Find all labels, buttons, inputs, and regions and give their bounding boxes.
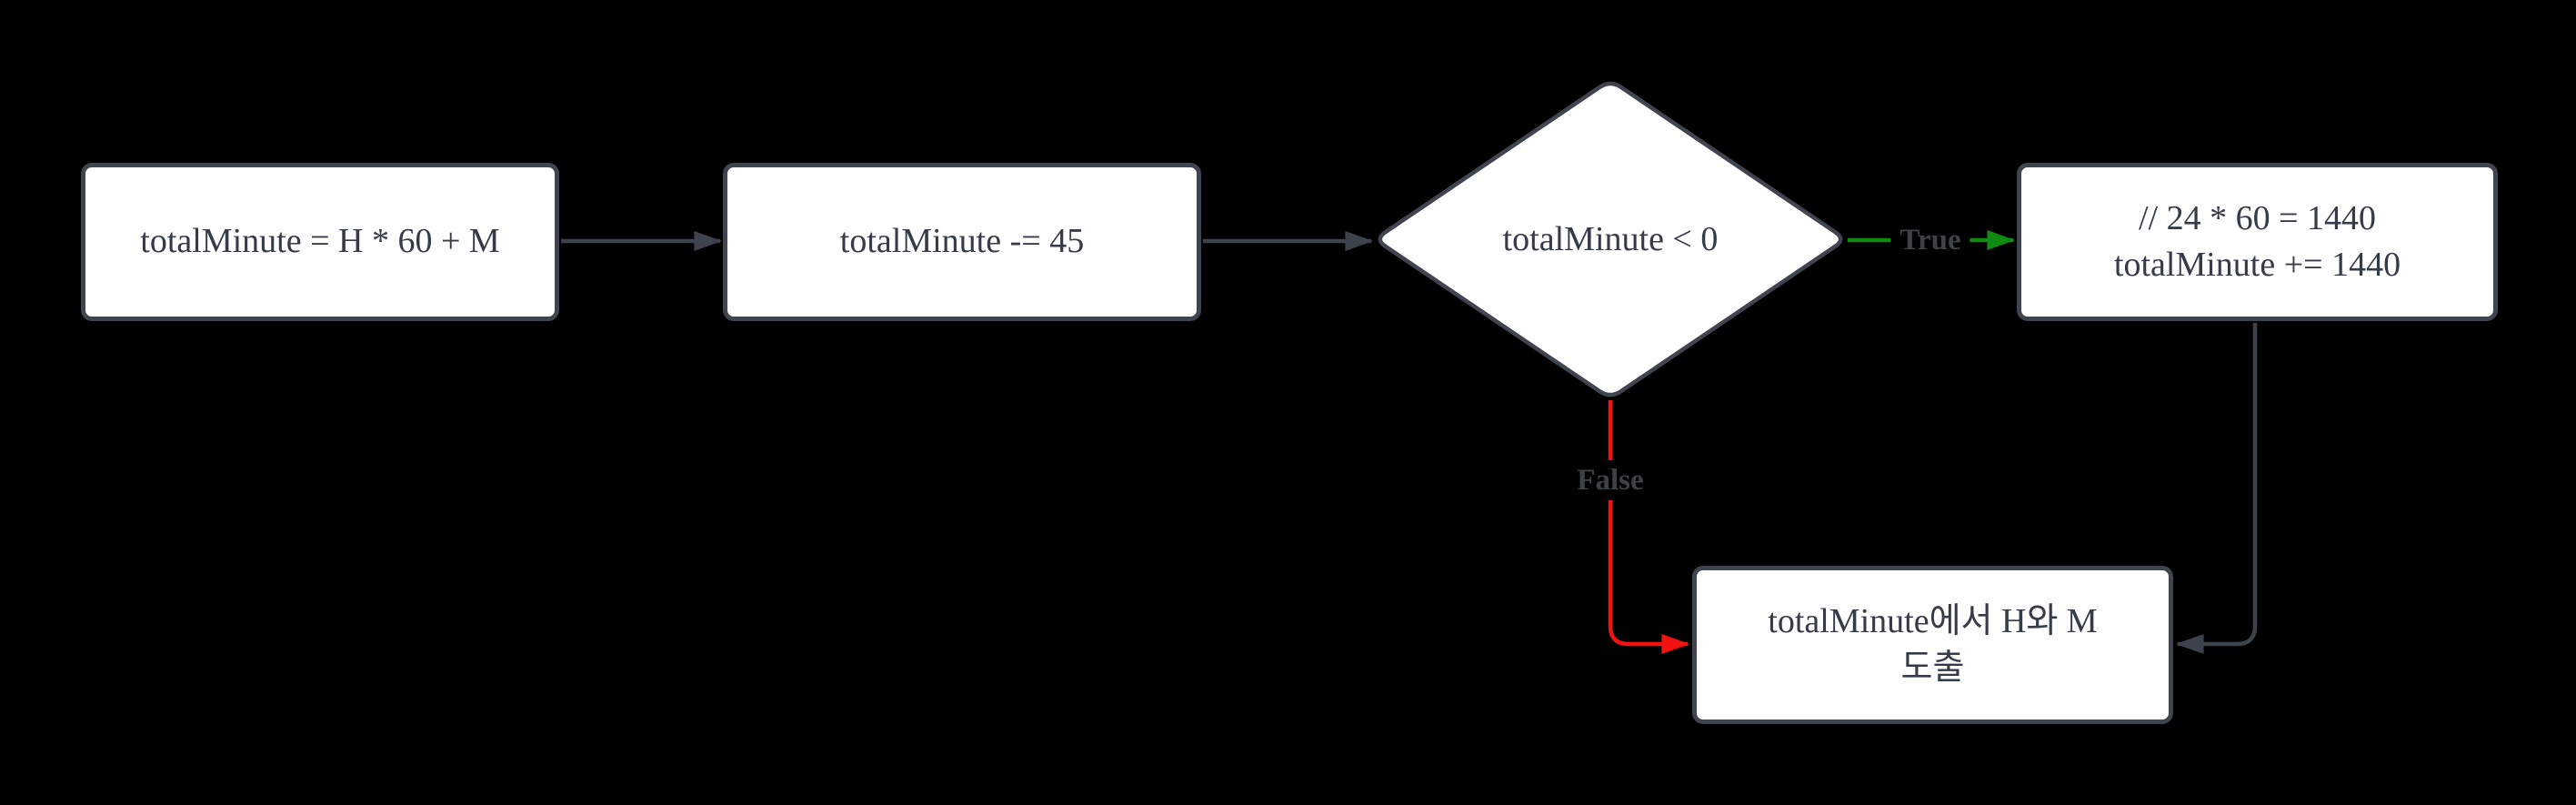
edge-decision-false xyxy=(1608,400,1690,654)
edge-label-true: True xyxy=(1890,219,1970,261)
decision-diamond-shape xyxy=(1378,81,1843,397)
node-add-one-day: // 24 * 60 = 1440 totalMinute += 1440 xyxy=(2017,163,2498,321)
edge-addday-to-derive xyxy=(2175,323,2258,654)
node-derive-hm-line2: 도출 xyxy=(1900,649,1965,687)
node-subtract-45-label: totalMinute -= 45 xyxy=(839,222,1085,261)
node-subtract-45: totalMinute -= 45 xyxy=(723,163,1201,321)
node-assign-total: totalMinute = H * 60 + M xyxy=(81,163,559,321)
node-check-negative: totalMinute < 0 xyxy=(1375,80,1846,398)
node-assign-total-label: totalMinute = H * 60 + M xyxy=(140,222,500,261)
edge-label-false: False xyxy=(1568,459,1653,501)
node-derive-hm-line1: totalMinute에서 H와 M xyxy=(1768,601,2098,640)
node-add-one-day-line1: // 24 * 60 = 1440 xyxy=(2138,198,2377,237)
node-check-negative-label: totalMinute < 0 xyxy=(1502,220,1719,258)
node-derive-hm: totalMinute에서 H와 M 도출 xyxy=(1692,566,2173,724)
node-add-one-day-line2: totalMinute += 1440 xyxy=(2113,246,2401,284)
